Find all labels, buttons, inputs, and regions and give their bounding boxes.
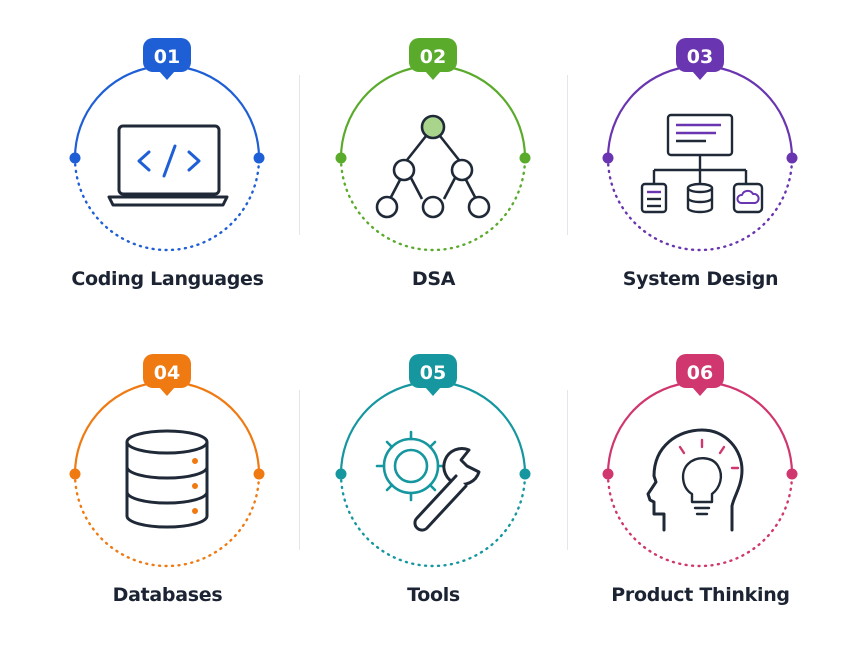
ring-left-dot [335,468,347,480]
step-label: System Design [622,268,779,290]
ring-left-dot [602,152,614,164]
ring-left-dot [69,152,81,164]
ring-right-dot [253,152,265,164]
ring-left-dot [69,468,81,480]
step-card-tools: 05 [289,316,578,634]
number-badge: 05 [409,354,457,396]
ring-left-dot [335,152,347,164]
ring-right-dot [519,468,531,480]
number-badge: 04 [143,354,191,396]
number-badge: 02 [409,38,457,80]
step-card-databases: 04 Databases [23,316,312,634]
code-laptop-icon [107,124,229,207]
ring-right-dot [519,152,531,164]
ring-left-dot [602,468,614,480]
step-label: Product Thinking [611,584,790,606]
step-label: Tools [407,584,460,606]
number-badge: 01 [143,38,191,80]
divider [567,75,568,235]
step-label: Databases [112,584,223,606]
divider [299,75,300,235]
step-number: 01 [154,46,180,68]
step-number: 04 [154,362,180,384]
number-badge: 06 [676,354,724,396]
head-lightbulb-icon [646,428,744,532]
step-label: DSA [411,268,456,290]
step-card-dsa: 02 DSA [289,0,578,318]
step-number: 06 [687,362,713,384]
ring-right-dot [253,468,265,480]
ring-right-dot [786,468,798,480]
tree-graph-icon [375,114,491,219]
step-number: 02 [420,46,446,68]
ring-right-dot [786,152,798,164]
database-icon [125,429,209,529]
step-card-coding-languages: 01 Coding Languages [23,0,312,318]
step-card-system-design: 03 Syste [556,0,845,318]
architecture-diagram-icon [640,113,764,214]
divider [567,390,568,550]
divider [299,390,300,550]
step-number: 05 [420,362,446,384]
step-label: Coding Languages [71,268,264,290]
step-number: 03 [687,46,713,68]
gear-wrench-icon [375,430,481,532]
step-card-product-thinking: 06 Product Thinking [556,316,845,634]
number-badge: 03 [676,38,724,80]
